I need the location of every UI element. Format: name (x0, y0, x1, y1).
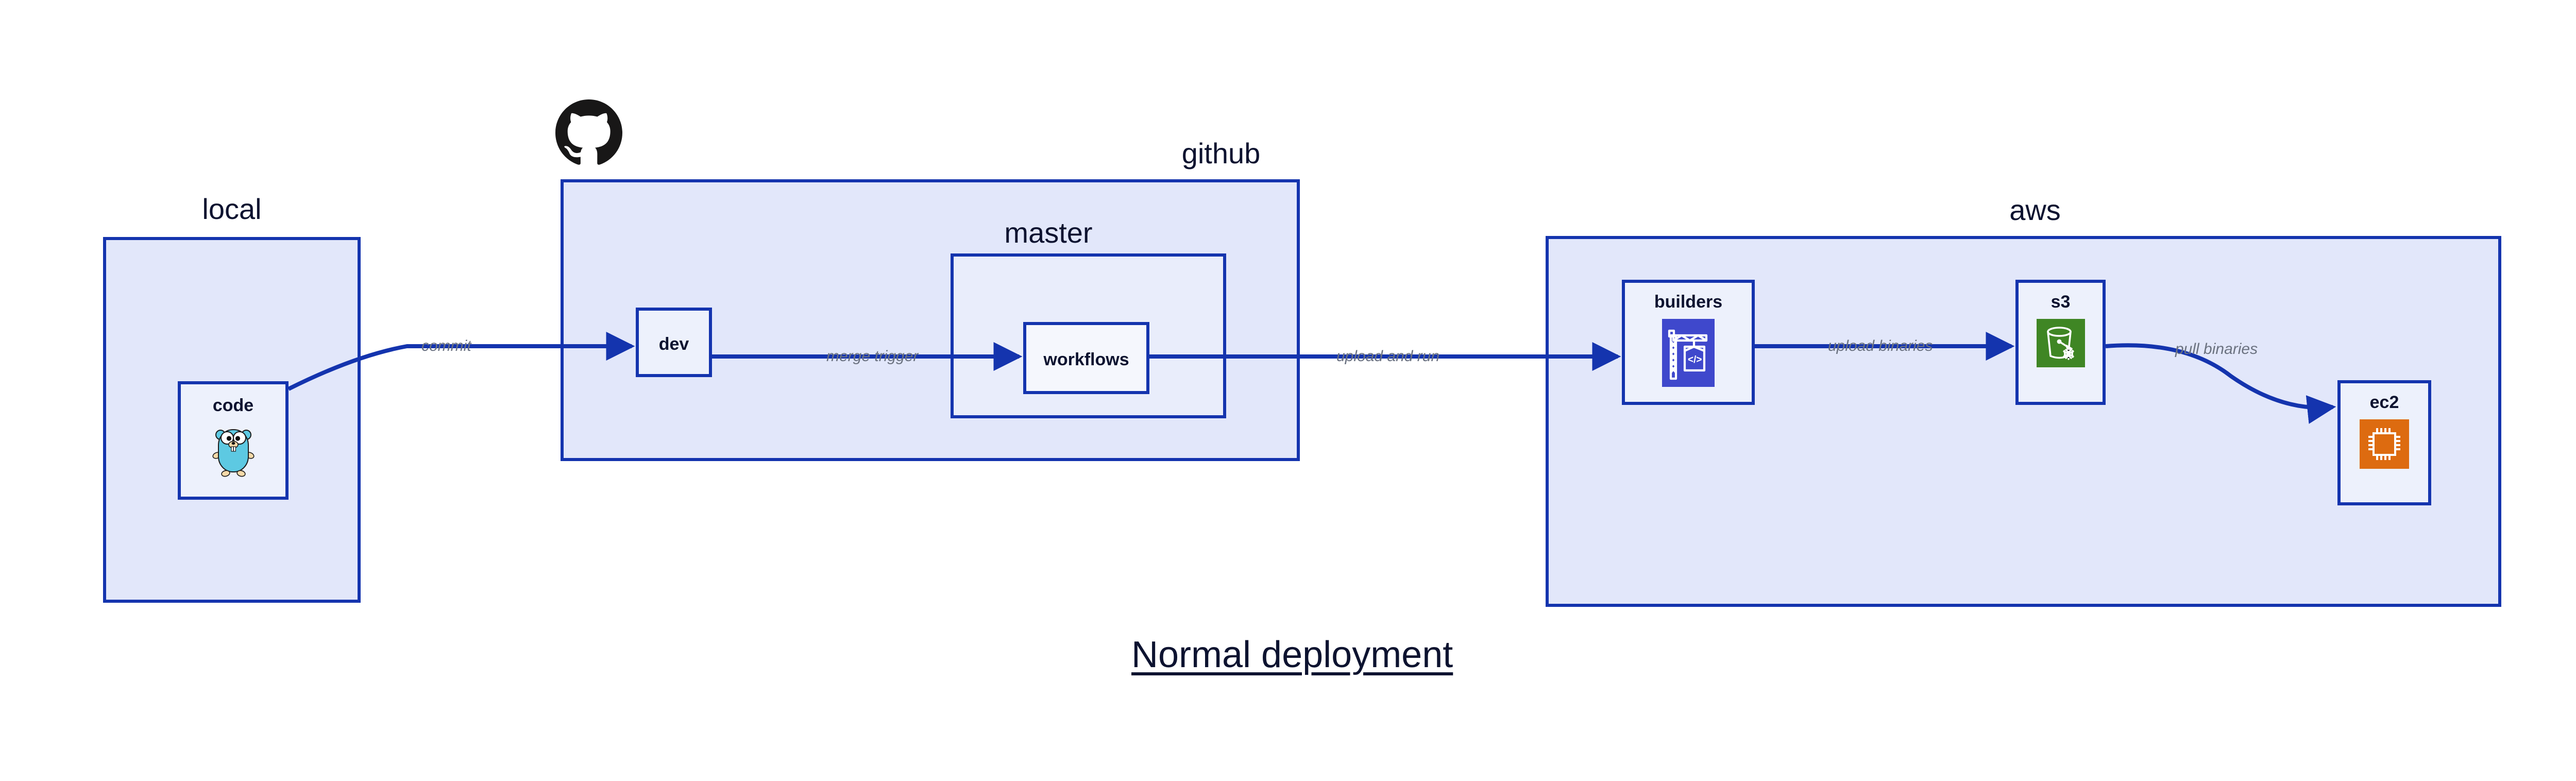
node-label-workflows: workflows (1043, 350, 1129, 369)
node-label-dev: dev (658, 334, 689, 354)
node-label-ec2: ec2 (2369, 393, 2399, 412)
node-ec2[interactable]: ec2 (2337, 380, 2431, 505)
group-label-local: local (202, 193, 262, 225)
node-builders[interactable]: builders (1622, 280, 1755, 405)
go-gopher-icon (212, 423, 255, 480)
aws-ec2-icon (2360, 419, 2409, 471)
svg-text:</>: </> (1688, 354, 1702, 365)
node-label-code: code (212, 396, 254, 415)
diagram-caption: Normal deployment (1131, 634, 1453, 675)
node-s3[interactable]: s3 (2015, 280, 2106, 405)
node-dev[interactable]: dev (636, 308, 712, 377)
aws-codebuild-icon: </> (1662, 319, 1715, 389)
node-label-builders: builders (1654, 292, 1723, 312)
edge-label-upload-binaries: upload binaries (1828, 337, 1933, 354)
edge-label-upload-and-run: upload and run (1336, 348, 1440, 365)
group-label-master: master (1004, 216, 1093, 249)
group-label-github: github (1181, 137, 1261, 169)
node-label-s3: s3 (2050, 292, 2071, 312)
node-workflows[interactable]: workflows (1023, 322, 1149, 394)
node-code[interactable]: code (178, 381, 289, 500)
edge-label-pull-binaries: pull binaries (2175, 341, 2258, 358)
edge-label-commit: commit (421, 337, 471, 354)
aws-s3-glacier-icon (2036, 319, 2085, 370)
group-label-aws: aws (2009, 194, 2061, 226)
github-octocat-icon (555, 99, 622, 169)
edge-label-merge-trigger: merge trigger (826, 348, 919, 365)
